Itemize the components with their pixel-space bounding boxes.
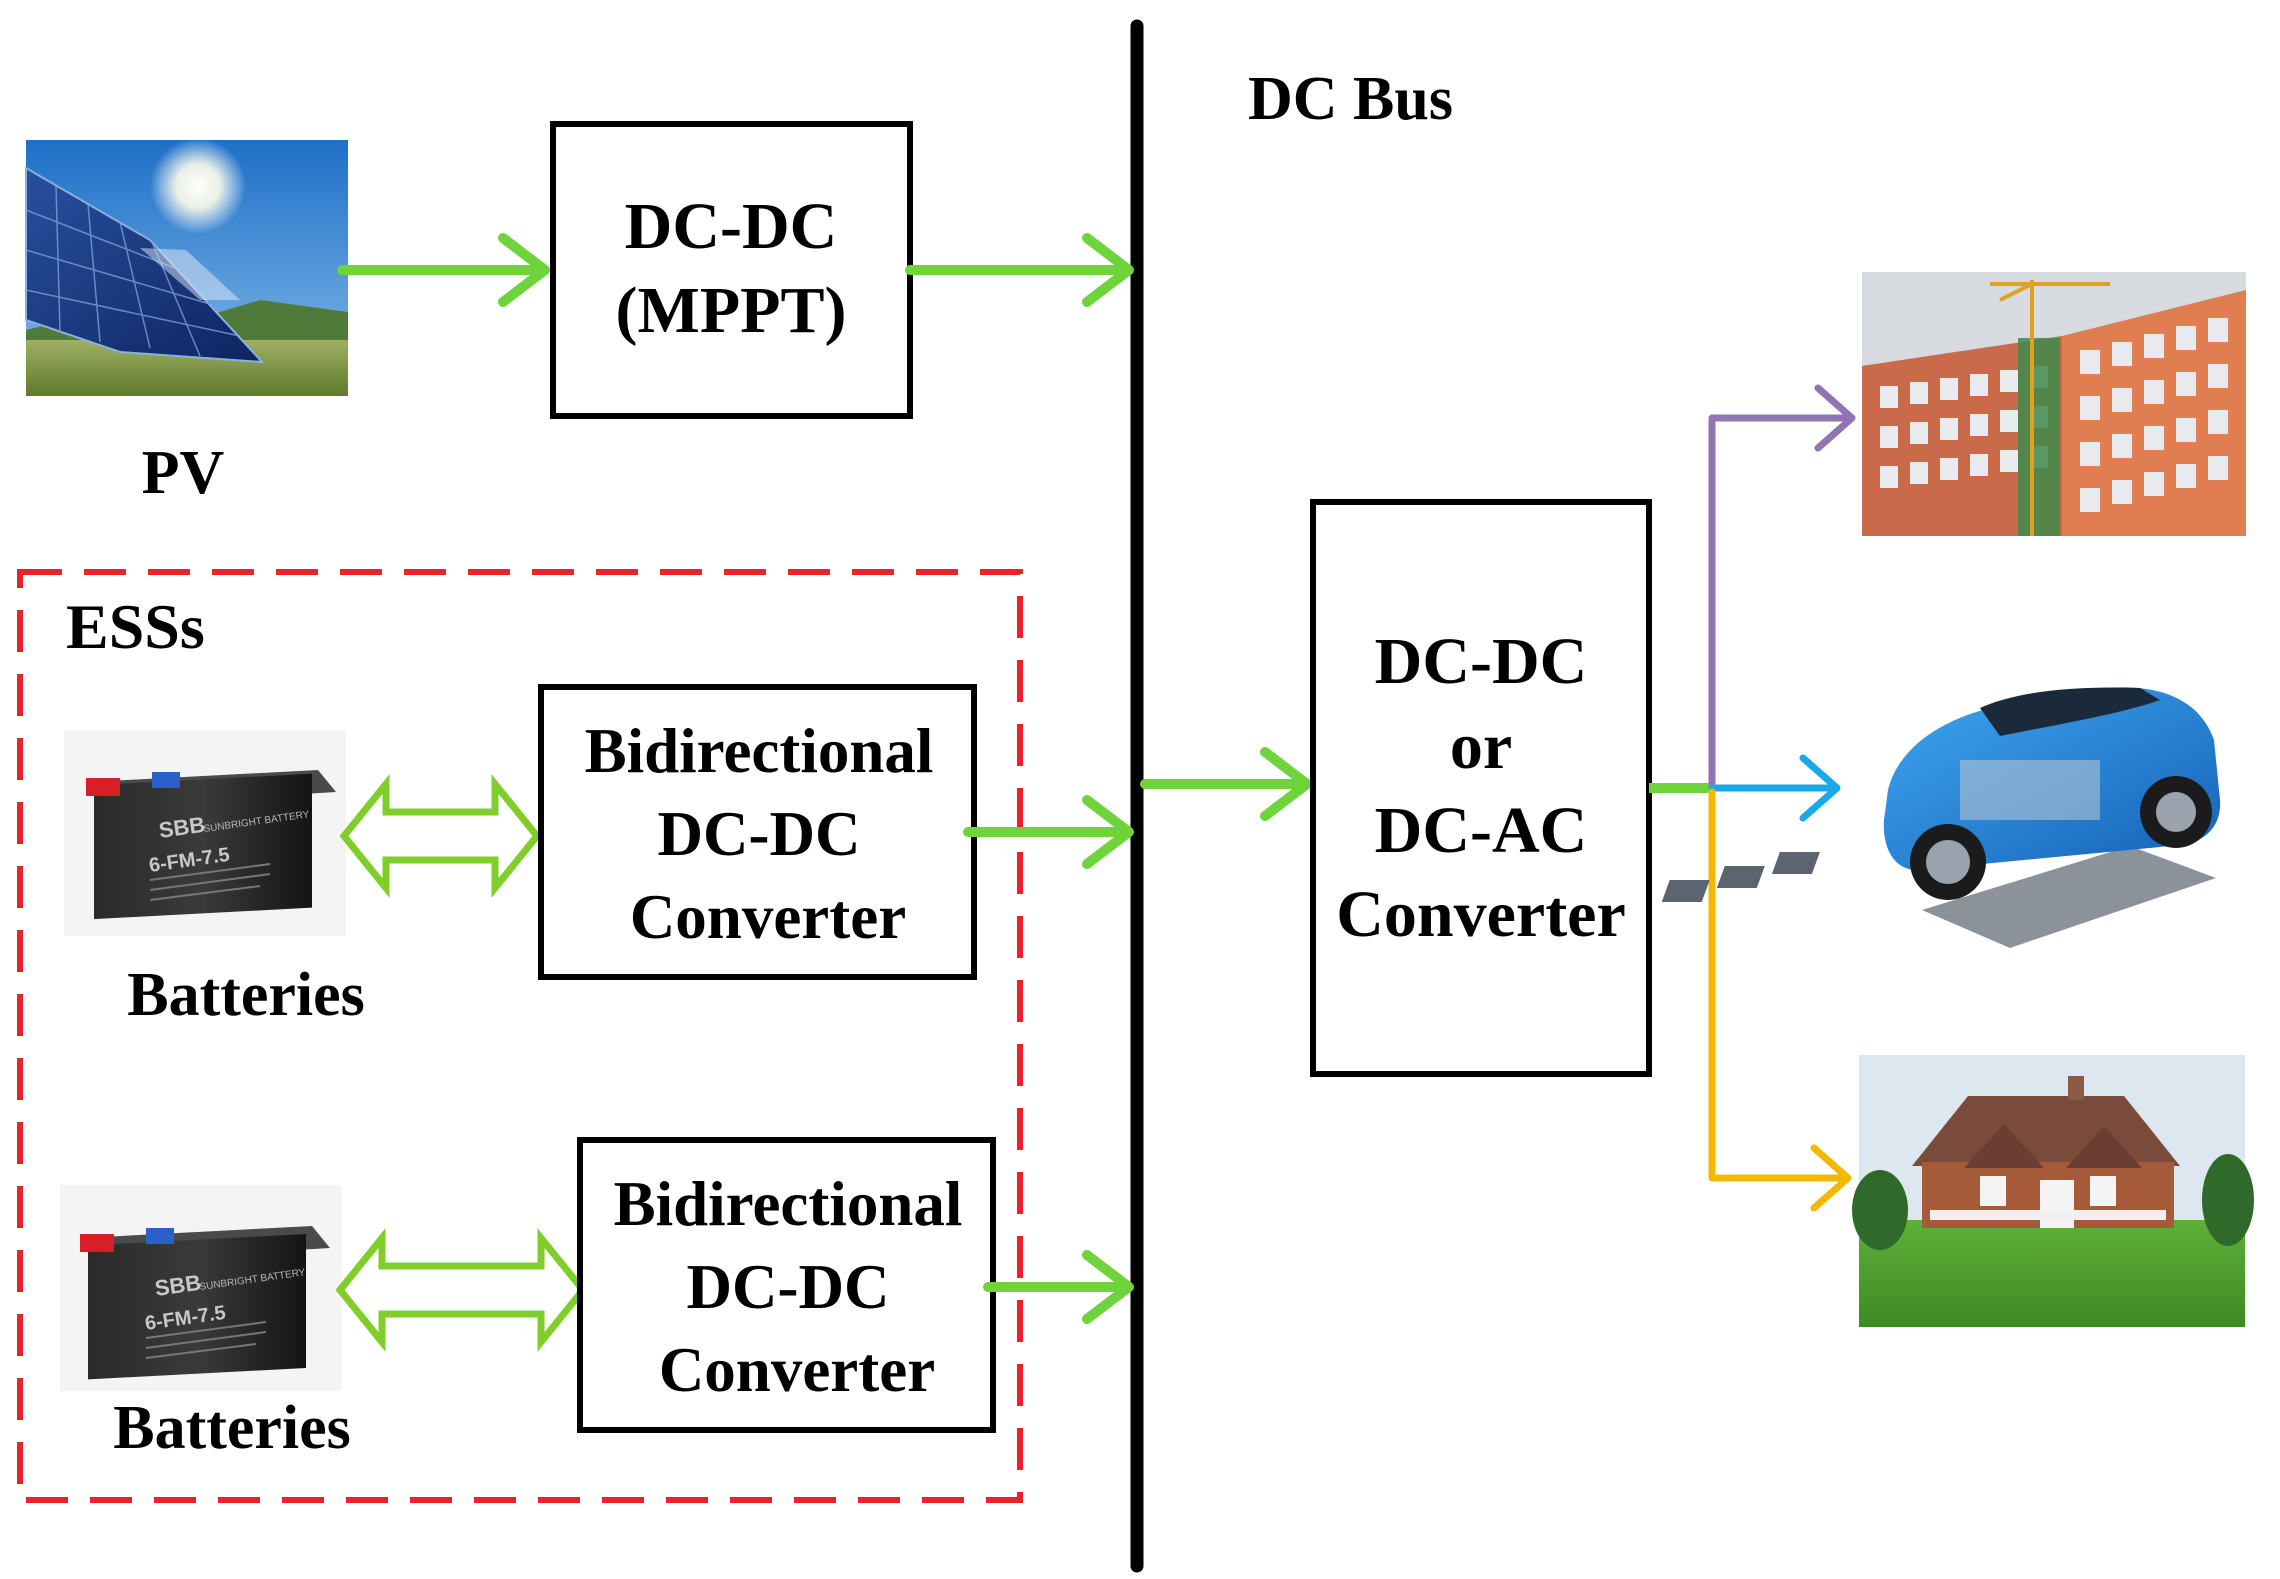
vehicle-image xyxy=(1661,687,2221,948)
house-branch-arrow xyxy=(1708,788,1852,1212)
building-branch-arrow xyxy=(1708,384,1856,792)
mppt-converter-box: DC-DC (MPPT) xyxy=(550,121,913,419)
pv-label: PV xyxy=(142,439,225,507)
pv-image xyxy=(25,138,348,396)
battery-image-1: SBB SUNBRIGHT BATTERY 6-FM-7.5 xyxy=(64,730,346,936)
load-conv-line-1: DC-DC xyxy=(1375,625,1588,698)
load-conv-line-2: or xyxy=(1450,710,1512,783)
load-conv-line-4: Converter xyxy=(1336,878,1626,951)
bidi-2-line-1: Bidirectional xyxy=(614,1169,963,1239)
house-image xyxy=(1852,1055,2254,1327)
load-converter-box: DC-DC or DC-AC Converter xyxy=(1310,499,1652,1077)
bidirectional-converter-box-2: Bidirectional DC-DC Converter xyxy=(577,1137,996,1433)
bidi-2-to-bus-arrow xyxy=(983,1250,1134,1324)
bidi-1-line-3: Converter xyxy=(630,882,906,952)
ess-group-border xyxy=(17,569,1023,1503)
vehicle-branch-arrow xyxy=(1708,754,1841,822)
mppt-line-1: DC-DC xyxy=(625,190,838,263)
bidi-2-line-2: DC-DC xyxy=(687,1252,890,1322)
mppt-line-2: (MPPT) xyxy=(616,274,847,347)
bidi-1-line-1: Bidirectional xyxy=(585,716,934,786)
mppt-to-bus-arrow xyxy=(905,233,1134,307)
bidi-2-line-3: Converter xyxy=(659,1335,935,1405)
pv-to-mppt-arrow xyxy=(337,233,550,307)
bidi-1-line-2: DC-DC xyxy=(658,799,861,869)
batteries-label-1: Batteries xyxy=(127,961,365,1029)
dc-bus-label: DC Bus xyxy=(1248,65,1453,133)
load-conv-line-3: DC-AC xyxy=(1375,794,1588,867)
bidirectional-converter-box-1: Bidirectional DC-DC Converter xyxy=(538,684,977,980)
ess-group-label: ESSs xyxy=(66,591,205,662)
bidirectional-arrow-2 xyxy=(335,1228,588,1352)
battery-image-2: SBB SUNBRIGHT BATTERY 6-FM-7.5 xyxy=(60,1185,342,1391)
bidi-1-to-bus-arrow xyxy=(963,795,1134,869)
building-image xyxy=(1862,272,2246,536)
batteries-label-2: Batteries xyxy=(113,1394,351,1462)
bus-to-load-converter-arrow xyxy=(1140,747,1312,821)
bidirectional-arrow-1 xyxy=(339,774,542,898)
